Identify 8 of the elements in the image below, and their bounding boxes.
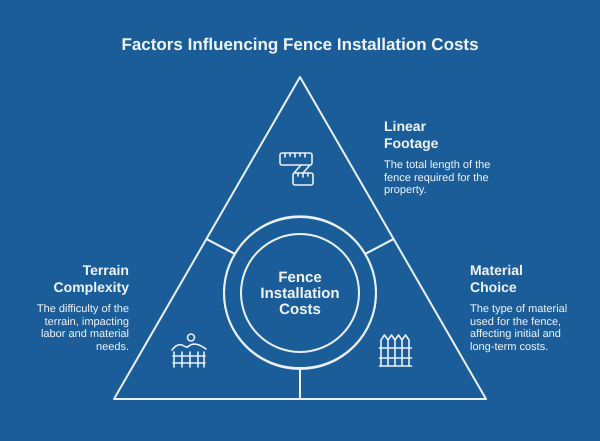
factor-description: The type of material used for the fence, affecting initial and long-term costs. — [470, 303, 568, 353]
factor-heading: Linear Footage — [384, 118, 440, 152]
factor-heading: Terrain Complexity — [52, 262, 129, 296]
factor-description: The total length of the fence required for the property. — [384, 159, 492, 196]
diagram-title: Factors Influencing Fence Installation Costs — [121, 35, 479, 55]
center-label: Fence Installation Costs — [259, 270, 341, 318]
factor-heading: Material Choice — [470, 262, 524, 296]
factor-description: The difficulty of the terrain, impacting labor and material needs. — [36, 303, 129, 353]
